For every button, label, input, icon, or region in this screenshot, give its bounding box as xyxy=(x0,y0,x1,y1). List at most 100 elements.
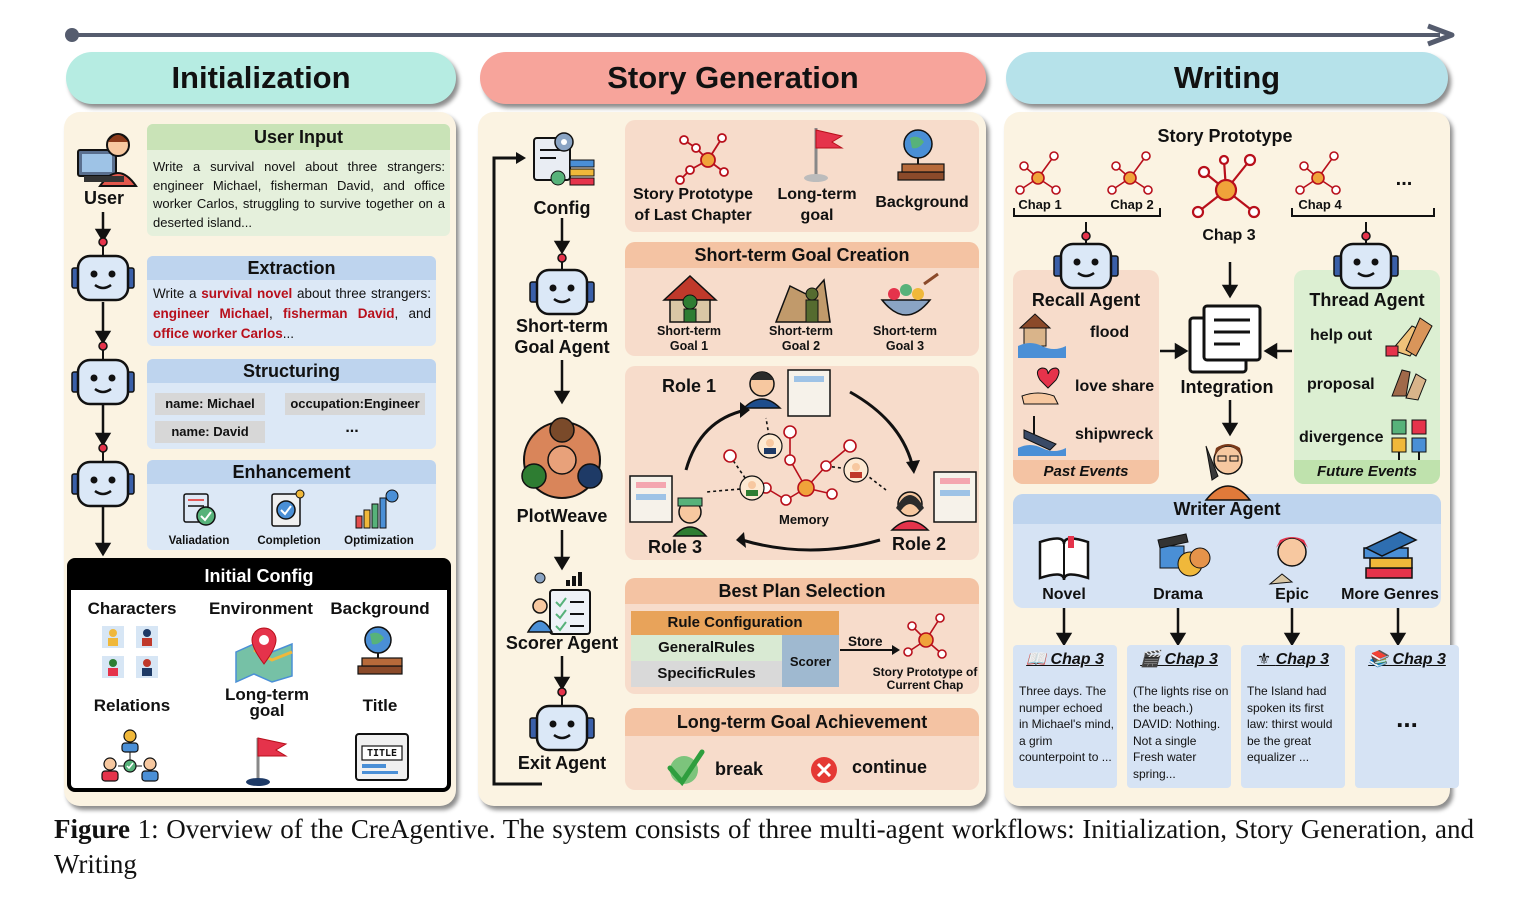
memory-label: Memory xyxy=(779,512,829,527)
stgc-title: Short-term Goal Creation xyxy=(625,242,979,268)
title-board-icon xyxy=(355,733,409,781)
robot-icon-extraction xyxy=(71,237,135,302)
robot-icon-short-term-goal-agent xyxy=(529,253,595,316)
figure-caption: Figure 1: Overview of the CreAgentive. T… xyxy=(54,812,1474,882)
robot-icon-recall-agent xyxy=(1053,222,1119,290)
enh-optimization-label: Optimization xyxy=(344,535,414,547)
thread-help-out-label: help out xyxy=(1310,327,1373,344)
role1-avatar xyxy=(742,369,831,417)
love-share-icon xyxy=(1021,367,1060,405)
output-card-text: The Island had spoken its first law: thi… xyxy=(1247,684,1333,764)
integration-label: Integration xyxy=(1180,377,1274,397)
continue-label: continue xyxy=(852,757,927,777)
goal1-house-icon xyxy=(662,274,718,323)
output-card-ellipsis: ... xyxy=(1396,703,1418,733)
current-prototype-label: Story Prototype of Current Chap xyxy=(872,665,978,692)
genre-novel-label: Novel xyxy=(1042,586,1086,603)
user-input-title: User Input xyxy=(147,124,450,150)
relations-icon xyxy=(101,729,159,782)
loop-arrow xyxy=(492,156,542,786)
output-card-text: Three days. The numper echoed in Michael… xyxy=(1019,684,1114,764)
story-prototype-title: Story Prototype xyxy=(1157,126,1293,146)
title-board-text: TITLE xyxy=(366,748,398,759)
thread-divergence-label: divergence xyxy=(1299,429,1384,446)
cfg-characters-label: Characters xyxy=(87,599,177,618)
role2-avatar xyxy=(890,471,977,531)
role2-label: Role 2 xyxy=(892,534,947,554)
enh-completion-label: Completion xyxy=(257,535,321,547)
break-label: break xyxy=(715,759,764,779)
writer-avatar-icon xyxy=(1204,444,1252,501)
caption-label: Figure xyxy=(54,814,130,844)
chap2-label: Chap 2 xyxy=(1110,197,1154,212)
chap-ellipsis: ... xyxy=(1395,168,1413,190)
user-icon xyxy=(77,133,138,187)
shipwreck-icon xyxy=(1018,416,1066,456)
background-globe-icon xyxy=(897,129,945,181)
role-cycle xyxy=(684,390,914,552)
chap3-graph xyxy=(1191,153,1261,219)
user-input-text: Write a survival novel about three stran… xyxy=(153,159,445,230)
enh-validation-label: Valiadation xyxy=(168,535,230,547)
header-story-generation: Story Generation xyxy=(480,52,986,104)
specific-rules-label: SpecificRules xyxy=(657,665,756,682)
divergence-icon xyxy=(1391,419,1427,460)
role3-avatar xyxy=(629,475,708,537)
cfg-title-label: Title xyxy=(362,696,398,715)
cfg-long-term-goal-label: Long-term goal xyxy=(224,685,310,720)
chip-ellipsis: ... xyxy=(345,419,359,436)
role1-label: Role 1 xyxy=(662,376,717,396)
epic-icon: ⚜ xyxy=(1256,651,1276,668)
thread-agent-label: Thread Agent xyxy=(1309,290,1425,310)
globe-books-icon xyxy=(357,626,403,675)
flood-icon xyxy=(1018,313,1066,358)
robot-icon-enhancement xyxy=(71,443,135,508)
mini-avatars xyxy=(739,433,869,501)
chap2-graph xyxy=(1107,151,1153,195)
exit-agent-label: Exit Agent xyxy=(517,753,607,773)
goal2-label: Short-term Goal 2 xyxy=(769,324,833,353)
more-genres-books-icon xyxy=(1363,531,1418,579)
clapper-icon: 🎬 xyxy=(1140,651,1165,668)
help-out-icon xyxy=(1385,317,1433,357)
epic-figure-icon xyxy=(1268,537,1308,585)
output-card-epic: ⚜ Chap 3 The Island had spoken its first… xyxy=(1241,645,1345,788)
current-prototype-icon xyxy=(903,613,947,659)
scorer-cell xyxy=(782,635,839,687)
flag-icon xyxy=(246,737,288,786)
robot-icon-thread-agent xyxy=(1333,222,1399,290)
completion-icon xyxy=(271,489,305,527)
output-card-title: 📚 Chap 3 xyxy=(1368,651,1446,668)
bps-title: Best Plan Selection xyxy=(625,578,979,604)
extraction-title: Extraction xyxy=(147,256,436,280)
plotweave-icon xyxy=(521,417,603,499)
chip-name-david: name: David xyxy=(155,421,265,443)
genre-more-label: More Genres xyxy=(1341,586,1439,603)
header-initialization: Initialization xyxy=(66,52,456,104)
output-card-novel: 📖 Chap 3 Three days. The numper echoed i… xyxy=(1013,645,1117,788)
cross-icon xyxy=(811,757,837,783)
user-label: User xyxy=(84,188,125,208)
chip-occupation: occupation:Engineer xyxy=(285,393,425,415)
future-events-label: Future Events xyxy=(1294,460,1440,484)
goal3-food-icon xyxy=(880,272,939,316)
robot-icon-exit-agent xyxy=(529,687,595,752)
chap4-graph xyxy=(1295,151,1341,195)
output-card-text: (The lights rise on the beach.) DAVID: N… xyxy=(1133,684,1229,781)
check-icon xyxy=(667,749,705,787)
config-icon xyxy=(533,132,595,186)
recall-agent-label: Recall Agent xyxy=(1031,290,1141,310)
enhancement-title: Enhancement xyxy=(147,460,436,484)
map-pin-icon xyxy=(235,627,293,684)
background-label: Background xyxy=(875,194,969,211)
genre-epic-label: Epic xyxy=(1275,586,1309,603)
scorer-agent-icon xyxy=(526,572,591,635)
output-card-drama: 🎬 Chap 3 (The lights rise on the beach.)… xyxy=(1127,645,1231,788)
header-writing: Writing xyxy=(1006,52,1448,104)
characters-icon xyxy=(102,626,158,678)
role3-label: Role 3 xyxy=(648,537,703,557)
plotweave-label: PlotWeave xyxy=(516,506,608,526)
